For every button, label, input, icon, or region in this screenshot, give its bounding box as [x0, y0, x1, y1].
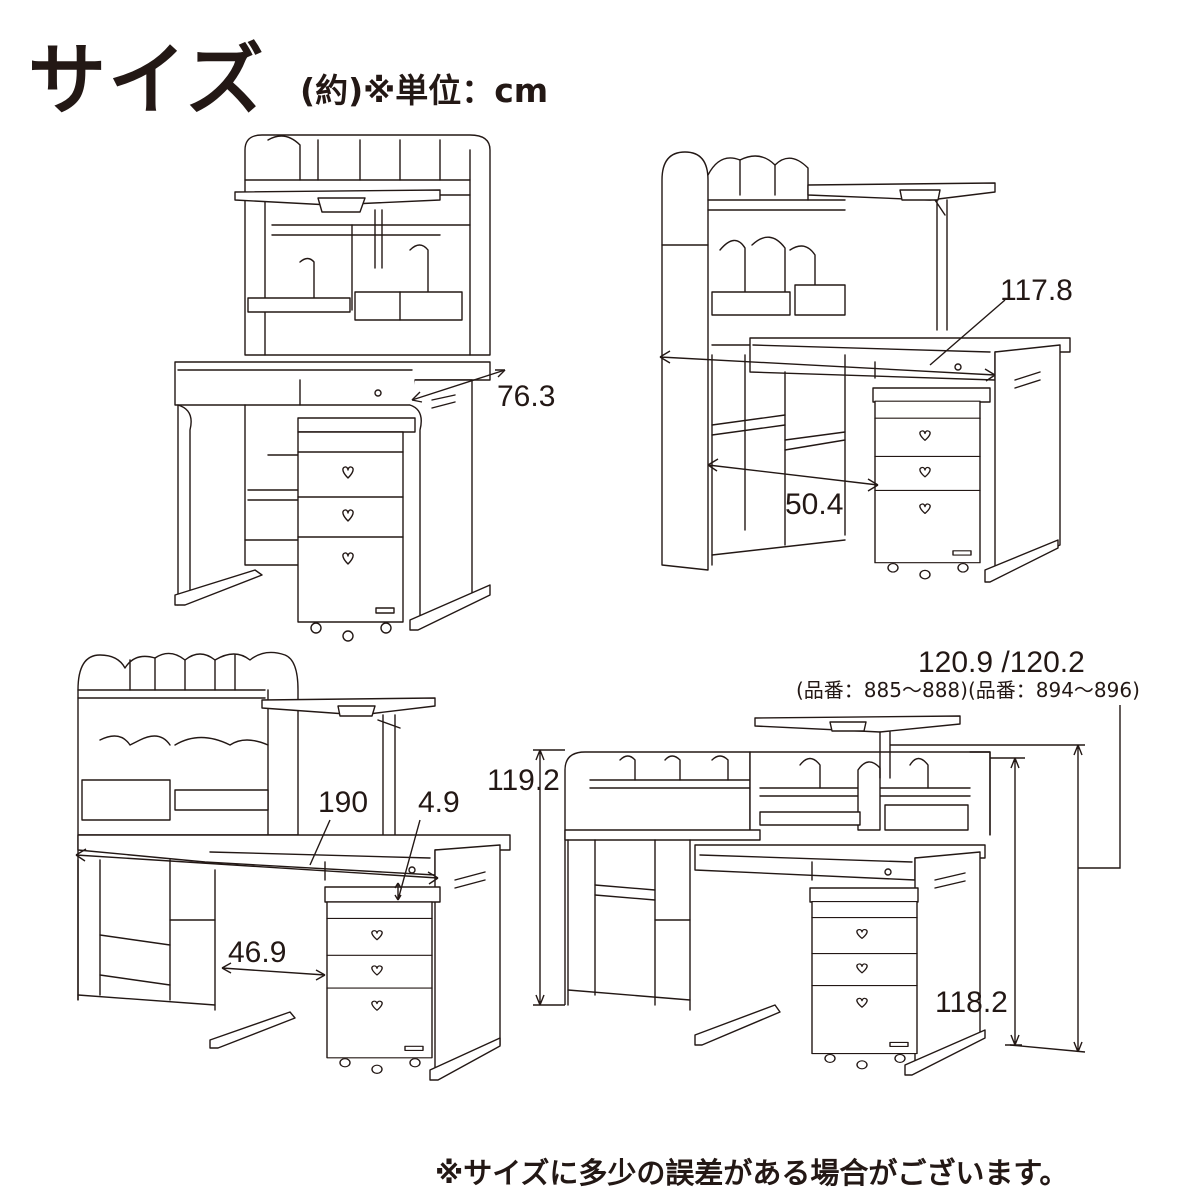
- dim-lamp-height-label: 120.9 /120.2: [918, 646, 1085, 679]
- error-footnote: ※サイズに多少の誤差がある場合がございます。: [435, 1156, 1069, 1190]
- desk-front-view: [174, 134, 506, 641]
- dim-width-label: 117.8: [1000, 274, 1073, 307]
- desk-combined-front-view: [75, 651, 511, 1081]
- desk-height-view: [533, 705, 1121, 1076]
- dim-desk-height-label: 118.2: [935, 986, 1008, 1019]
- dim-inner-width-label: 50.4: [785, 488, 843, 521]
- dim-depth-label: 76.3: [497, 380, 555, 413]
- desk-side-view: [659, 151, 1071, 583]
- dim-lamp-model-note: (品番：885〜888)(品番：894〜896): [796, 678, 1140, 702]
- dim-total-width-label: 190: [318, 786, 368, 819]
- page-title: サイズ: [28, 36, 266, 126]
- dim-gap-label: 4.9: [418, 786, 460, 819]
- dim-inner-label: 46.9: [228, 936, 286, 969]
- unit-note: (約)※単位：cm: [300, 71, 549, 110]
- dim-shelf-height-label: 119.2: [487, 764, 560, 797]
